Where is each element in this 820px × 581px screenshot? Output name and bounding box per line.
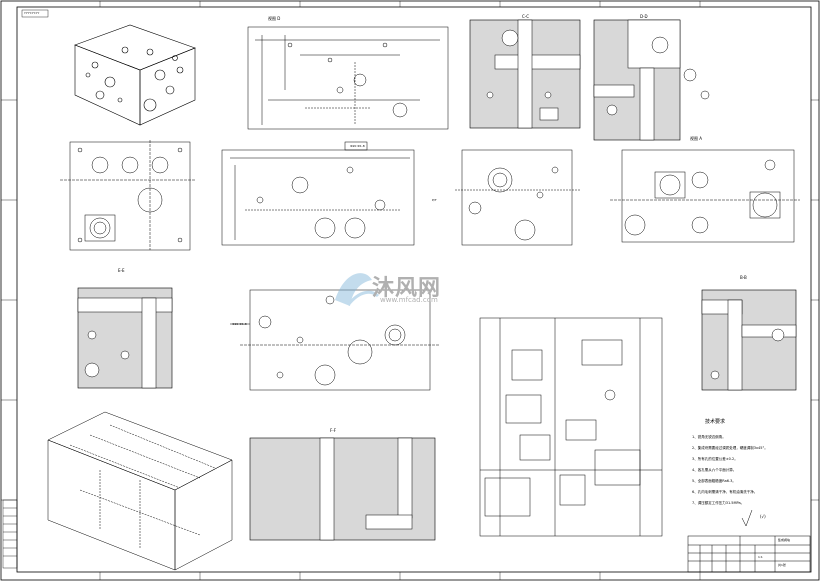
technical-note: 3、所有孔的位置公差±0.2。 (692, 457, 738, 461)
section-d-label: D-D (640, 14, 648, 19)
section-f-label: B-B (740, 275, 747, 280)
section-g-label: F-F (330, 428, 337, 433)
view-center-2 (221, 141, 415, 246)
roughness-note: (√) (760, 514, 766, 519)
section-g (249, 437, 436, 541)
roughness-symbol (741, 509, 753, 527)
view-d-label: 视图 D (268, 16, 281, 21)
section-e-label: E-E (118, 268, 125, 273)
dimension-note-1: Ф20 Ф1.8 (350, 144, 365, 148)
iso-view-bottom (47, 411, 233, 571)
watermark-text: 沐风网 (372, 276, 442, 301)
technical-note: 7、调压额定工作压力31.5MPa。 (692, 501, 745, 505)
title-block-name: 集成阀块 (778, 538, 791, 542)
view-left-2 (60, 140, 195, 251)
view-right-2 (455, 149, 580, 246)
dimension-note-3: P/T (432, 198, 437, 202)
revision-strip (2, 499, 18, 569)
section-f (701, 289, 797, 391)
watermark-logo (335, 273, 380, 306)
corner-code-box (21, 9, 49, 18)
section-c (469, 19, 581, 129)
detail-top-right (683, 68, 710, 100)
title-block-scale: 1:1 (758, 555, 763, 559)
section-e (77, 287, 173, 389)
view-a-label: 视图 A (690, 136, 703, 141)
iso-view-top (74, 24, 196, 126)
inner-border (16, 6, 812, 573)
view-a (610, 149, 800, 243)
view-center-3 (230, 289, 440, 391)
technical-note: 4、各孔需从六个平面计算。 (692, 468, 737, 472)
technical-note: 6、孔内毛刺需清干净，有机油清洗干净。 (692, 490, 758, 494)
view-d (247, 26, 449, 130)
section-c-label: C-C (522, 14, 530, 19)
technical-note: 2、集成块需要经过调质处理，硬度调制3x45°。 (692, 446, 768, 450)
technical-note: 5、全部表面粗糙度Ra6.3。 (692, 479, 736, 483)
hydraulic-schematic (479, 317, 663, 537)
title-block-sheet: 共1张 (778, 563, 786, 567)
technical-note: 1、锐角无锐边倒角。 (692, 435, 726, 439)
technical-requirements-title: 技术要求 (705, 419, 726, 425)
section-d (593, 19, 681, 141)
dimension-note-2: Ф20 Ф1.8 (232, 322, 247, 326)
title-block (687, 535, 811, 573)
corner-code: YYYY.YY.YY (24, 11, 40, 15)
watermark-url: www.mfcad.com (380, 296, 438, 304)
